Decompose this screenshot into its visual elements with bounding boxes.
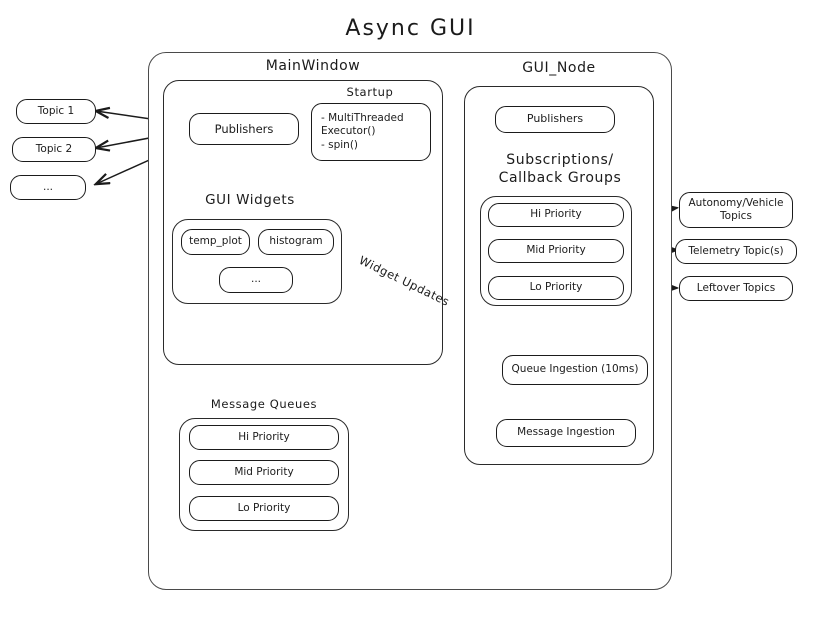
topic-box-autonomy-vehicle[interactable]: Autonomy/Vehicle Topics xyxy=(679,192,793,228)
startup-box: - MultiThreaded Executor() - spin() xyxy=(311,103,431,161)
topic-box-topic-1[interactable]: Topic 1 xyxy=(16,99,96,124)
subscription-mid-priority[interactable]: Mid Priority xyxy=(488,239,624,263)
mainwindow-label: MainWindow xyxy=(265,58,361,74)
queue-hi-priority[interactable]: Hi Priority xyxy=(189,425,339,450)
mainwindow-publishers-box[interactable]: Publishers xyxy=(189,113,299,145)
startup-label: Startup xyxy=(346,85,394,99)
message-ingestion-box[interactable]: Message Ingestion xyxy=(496,419,636,447)
queue-ingestion-box[interactable]: Queue Ingestion (10ms) xyxy=(502,355,648,385)
topic-box-topic-2[interactable]: Topic 2 xyxy=(12,137,96,162)
gui-node-publishers-box[interactable]: Publishers xyxy=(495,106,615,133)
topic-box-telemetry[interactable]: Telemetry Topic(s) xyxy=(675,239,797,264)
message-queues-label: Message Queues xyxy=(210,397,318,411)
subscriptions-label: Subscriptions/ Callback Groups xyxy=(498,152,622,186)
queue-mid-priority[interactable]: Mid Priority xyxy=(189,460,339,485)
widget-histogram[interactable]: histogram xyxy=(258,229,334,255)
topic-box-more[interactable]: ... xyxy=(10,175,86,200)
subscription-lo-priority[interactable]: Lo Priority xyxy=(488,276,624,300)
gui-widgets-label: GUI Widgets xyxy=(205,192,295,208)
subscription-hi-priority[interactable]: Hi Priority xyxy=(488,203,624,227)
widget-temp-plot[interactable]: temp_plot xyxy=(181,229,250,255)
widget-more[interactable]: ... xyxy=(219,267,293,293)
topic-box-leftover[interactable]: Leftover Topics xyxy=(679,276,793,301)
diagram-title: Async GUI xyxy=(345,16,476,41)
gui-node-label: GUI_Node xyxy=(522,60,596,76)
queue-lo-priority[interactable]: Lo Priority xyxy=(189,496,339,521)
